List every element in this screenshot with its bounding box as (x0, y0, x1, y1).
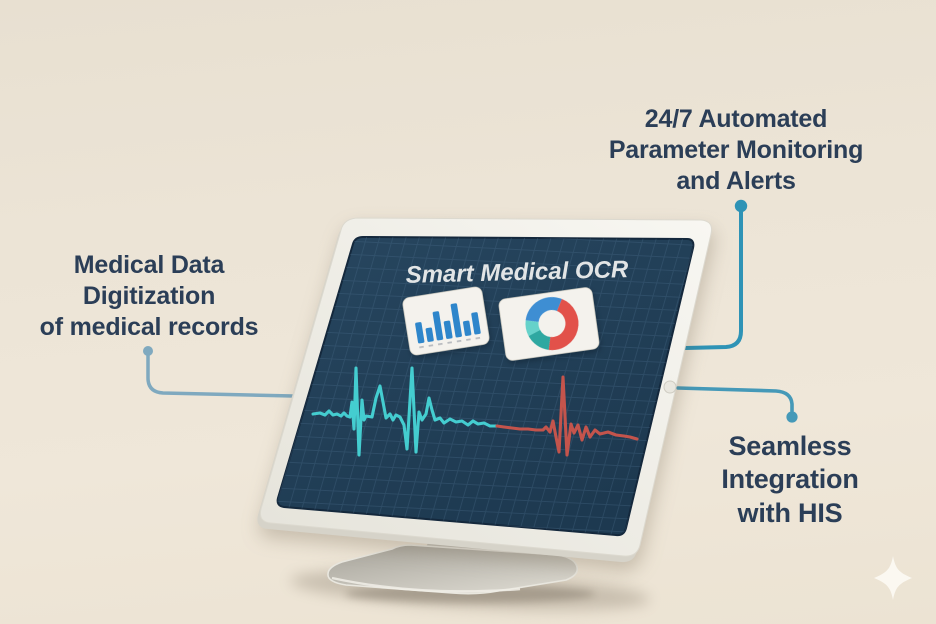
stand-base (327, 544, 579, 595)
donut-segment-teal-light (525, 320, 541, 337)
connector-dot (786, 411, 798, 423)
connector-bottom-right (676, 386, 798, 423)
donut-segments (525, 297, 579, 351)
donut-segment-teal-dark (528, 329, 551, 350)
home-button (663, 380, 677, 394)
callout-line: of medical records (39, 313, 259, 341)
sparkle-icon (874, 556, 912, 600)
callout-line: Integration (721, 464, 859, 495)
ecg-trace-teal (311, 366, 499, 457)
bar-chart-axis-ticks (419, 336, 481, 349)
ecg-waveform (311, 366, 639, 457)
callout-line: Digitization (82, 282, 216, 310)
screen-title: Smart Medical OCR (405, 256, 629, 289)
callout-bottom-right: Seamless Integration with HIS (665, 430, 915, 530)
callout-line: and Alerts (676, 167, 796, 195)
callout-line: 24/7 Automated (644, 105, 828, 133)
callout-line: Seamless (728, 431, 852, 461)
callout-top-right: 24/7 Automated Parameter Monitoring and … (561, 104, 911, 197)
callout-line: Medical Data (73, 251, 225, 279)
donut-segment-blue (525, 297, 562, 323)
connector-dot (734, 199, 748, 213)
bar-chart-bars (415, 303, 481, 344)
donut-chart-icon (498, 287, 600, 361)
connector-top-right (684, 199, 748, 350)
connector-dot (143, 346, 153, 356)
stand-base-rim (331, 576, 521, 593)
ecg-trace-red (495, 375, 639, 457)
callout-line: Parameter Monitoring (608, 136, 864, 164)
callout-left: Medical Data Digitization of medical rec… (4, 250, 294, 343)
connector-left (143, 346, 295, 398)
tablet-device: Smart Medical OCR (257, 217, 712, 563)
tablet-screen: Smart Medical OCR (276, 236, 695, 537)
bar-chart-icon (402, 286, 490, 356)
donut-segment-red (548, 299, 579, 351)
callout-line: with HIS (737, 497, 843, 528)
